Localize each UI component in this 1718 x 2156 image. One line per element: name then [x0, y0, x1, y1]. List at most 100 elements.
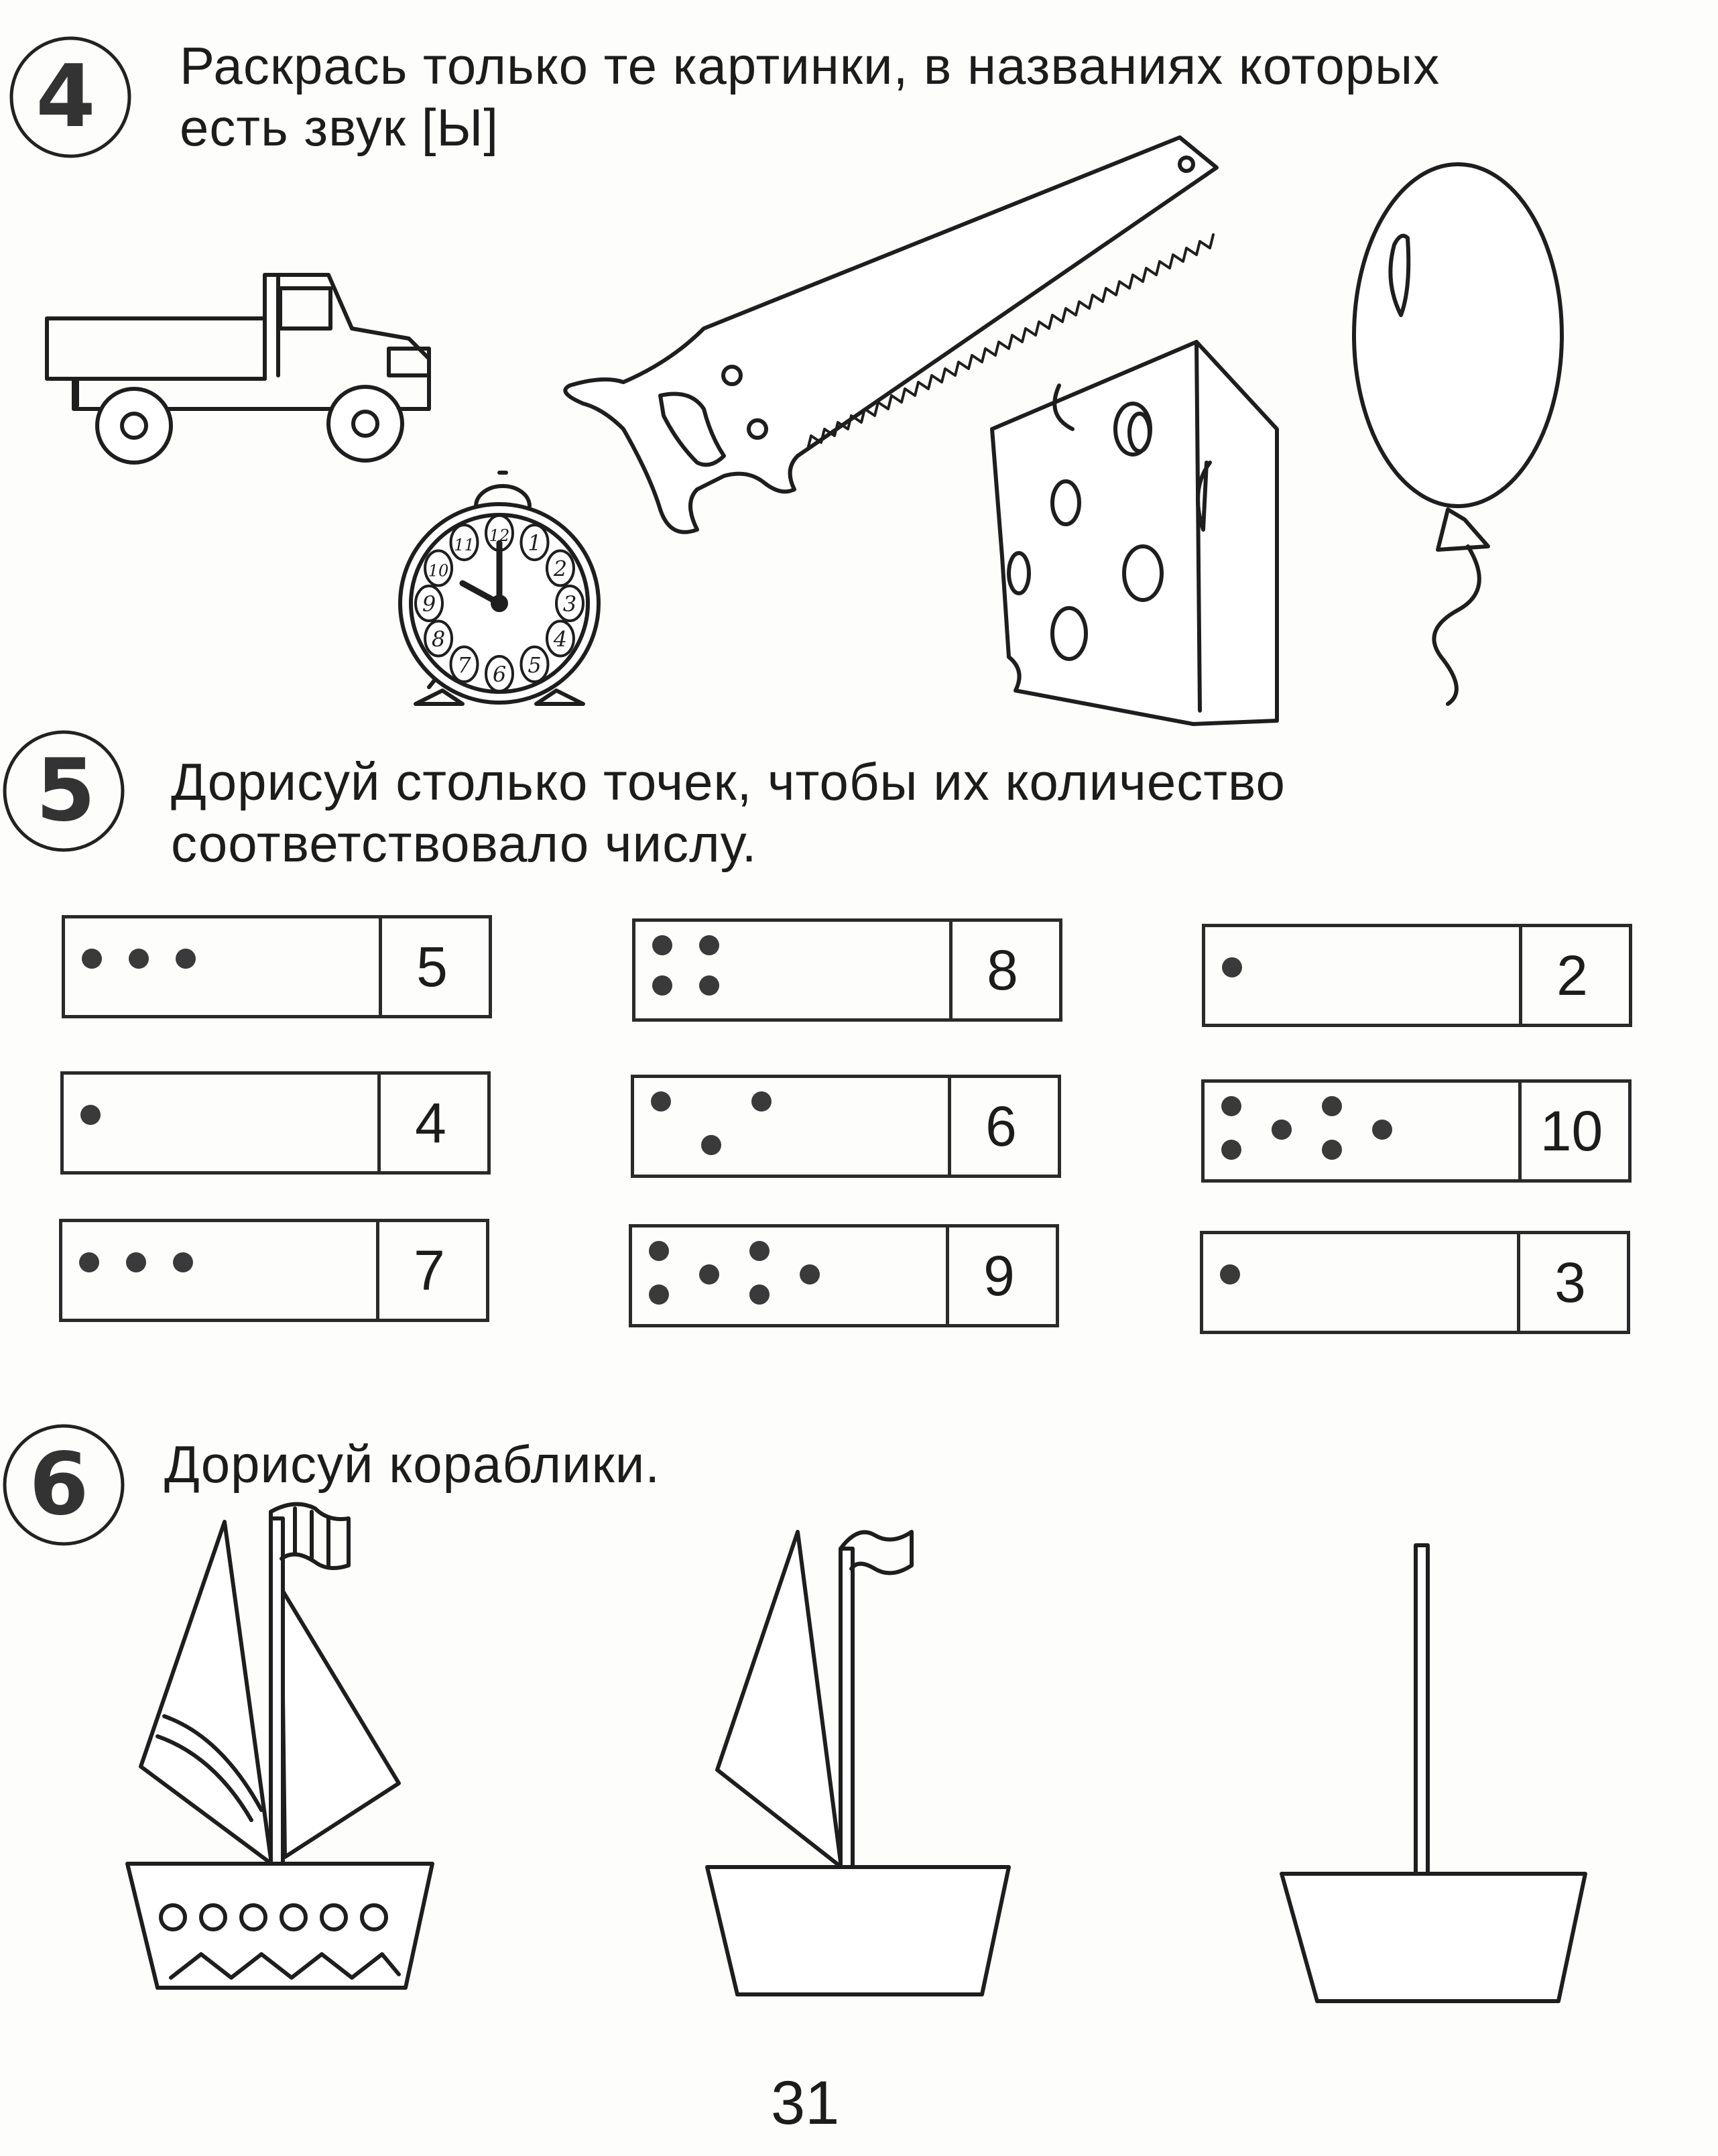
- dot: [749, 1284, 770, 1305]
- dot: [1372, 1120, 1392, 1140]
- task-4-line-2: есть звук [Ы]: [180, 98, 499, 157]
- dot: [1221, 1096, 1241, 1116]
- clock-number: 3: [563, 591, 576, 617]
- clock-number: 2: [553, 556, 567, 582]
- clock-number: 7: [457, 652, 471, 678]
- clock-number-ring: [424, 549, 454, 587]
- box-number: 3: [1554, 1250, 1586, 1314]
- dot: [649, 1284, 669, 1305]
- dot-box: 8: [632, 918, 1062, 1022]
- dot-area[interactable]: [634, 1078, 951, 1175]
- task-4-line-1: Раскрась только те картинки, в названиях…: [180, 36, 1440, 95]
- clock-number-ring: [545, 619, 575, 658]
- clock-number: 5: [528, 652, 541, 678]
- box-number: 10: [1540, 1099, 1603, 1162]
- dot-area[interactable]: [65, 918, 382, 1015]
- task-6-badge: 6: [3, 1424, 125, 1546]
- cheese-picture: [990, 340, 1279, 726]
- dot-area[interactable]: [635, 922, 953, 1018]
- task-6-text: Дорисуй кораблики.: [164, 1433, 660, 1495]
- dot: [701, 1135, 721, 1155]
- task-5-badge: 5: [3, 730, 125, 852]
- dot: [1222, 957, 1242, 977]
- clock-number-ring: [555, 585, 585, 622]
- dot: [1221, 1140, 1241, 1160]
- box-number: 8: [987, 938, 1018, 1002]
- clock-number-ring: [519, 524, 550, 562]
- clock-number-ring: [414, 585, 444, 622]
- clock-number-ring: [424, 619, 454, 658]
- box-number: 5: [416, 935, 448, 998]
- dot-box: 9: [629, 1224, 1059, 1327]
- clock-number-ring: [485, 655, 514, 693]
- clock-number-ring: [449, 524, 479, 562]
- dot-box: 6: [631, 1075, 1061, 1178]
- box-number: 9: [983, 1244, 1015, 1307]
- dot: [649, 1241, 669, 1261]
- box-number: 6: [985, 1094, 1017, 1158]
- svg-text:5: 5: [36, 741, 95, 841]
- boat-partial[interactable]: [705, 1530, 1011, 1996]
- dot: [1272, 1120, 1292, 1140]
- dot: [129, 949, 149, 969]
- task-5-line-1: Дорисуй столько точек, чтобы их количест…: [171, 752, 1286, 811]
- clock-number: 1: [528, 530, 541, 556]
- dot-area[interactable]: [64, 1075, 381, 1171]
- dot: [651, 1091, 671, 1112]
- box-number: 4: [415, 1091, 446, 1154]
- dot-box: 3: [1200, 1231, 1630, 1334]
- dot-area[interactable]: [1205, 1083, 1522, 1179]
- task-5-text: Дорисуй столько точек, чтобы их количест…: [171, 751, 1286, 874]
- dot: [79, 1252, 99, 1272]
- task-6-line-1: Дорисуй кораблики.: [164, 1435, 661, 1494]
- dot: [699, 1264, 719, 1284]
- dot: [126, 1252, 146, 1272]
- dot-box: 5: [62, 915, 492, 1018]
- dot: [652, 935, 672, 955]
- dot-box: 10: [1201, 1079, 1632, 1183]
- dot: [1322, 1140, 1342, 1160]
- dot: [82, 949, 102, 969]
- dot-box: 2: [1202, 924, 1632, 1027]
- dot: [652, 975, 672, 996]
- task-4-text: Раскрась только те картинки, в названиях…: [180, 35, 1440, 158]
- saw-picture: [563, 135, 1219, 534]
- clock-number: 6: [493, 662, 506, 687]
- dot: [699, 975, 719, 996]
- task-5-line-2: соответствовало числу.: [171, 814, 757, 873]
- dot-area[interactable]: [62, 1222, 379, 1319]
- dot: [699, 935, 719, 955]
- dot: [1322, 1096, 1342, 1116]
- clock-number: 8: [432, 627, 445, 652]
- boat-complete[interactable]: [125, 1502, 434, 1990]
- svg-text:6: 6: [29, 1435, 88, 1535]
- dot: [800, 1264, 820, 1284]
- dot: [1220, 1264, 1240, 1284]
- clock-number: 10: [428, 562, 449, 581]
- dot: [80, 1105, 101, 1125]
- page-number: 31: [771, 2069, 840, 2137]
- dot-area[interactable]: [632, 1227, 949, 1324]
- box-number: 7: [414, 1238, 445, 1302]
- clock-number-ring: [449, 645, 479, 683]
- dot-area[interactable]: [1203, 1234, 1520, 1331]
- dot: [749, 1241, 770, 1261]
- clock-number-ring: [519, 645, 550, 683]
- truck-picture: [45, 273, 431, 465]
- task-4-badge: 4: [9, 36, 131, 158]
- clock-number: 9: [422, 591, 436, 617]
- boat-mast-only[interactable]: [1280, 1543, 1587, 2003]
- svg-text:4: 4: [36, 47, 95, 147]
- balloon-picture: [1352, 162, 1564, 706]
- dot: [751, 1091, 772, 1112]
- box-number: 2: [1556, 943, 1588, 1007]
- dot: [176, 949, 196, 969]
- clock-number-ring: [545, 549, 575, 587]
- dot-box: 7: [59, 1219, 489, 1322]
- dot: [173, 1252, 193, 1272]
- dot-area[interactable]: [1205, 927, 1522, 1024]
